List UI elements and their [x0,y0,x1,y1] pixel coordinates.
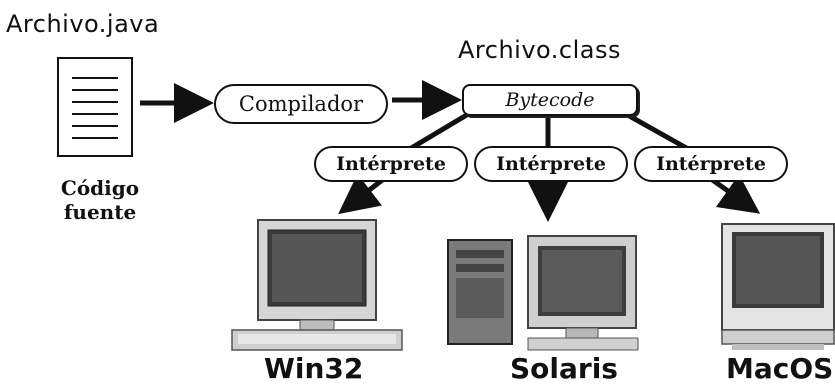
source-caption-line-2: fuente [63,200,137,224]
interpreter-node-1: Intérprete [314,146,468,182]
bytecode-node: Bytecode [462,84,638,116]
source-file-label: Archivo.java [6,10,160,38]
compiler-node: Compilador [214,84,388,124]
compiled-file-label: Archivo.class [458,36,622,64]
interpreter-node-2: Intérprete [474,146,628,182]
macos-computer-icon [721,223,835,350]
interpreter-node-3: Intérprete [634,146,788,182]
platform-label-macos: MacOS [726,352,834,385]
source-caption-line-1: Código [60,176,140,200]
solaris-computer-icon [447,235,639,351]
source-code-caption: Código fuente [50,176,150,224]
source-document-icon [57,57,133,157]
win32-computer-icon [231,219,403,351]
platform-label-win32: Win32 [264,352,364,385]
arrow-to-interpreter-3 [622,110,692,153]
arrow-to-interpreter-1 [406,110,472,153]
platform-label-solaris: Solaris [510,352,618,385]
